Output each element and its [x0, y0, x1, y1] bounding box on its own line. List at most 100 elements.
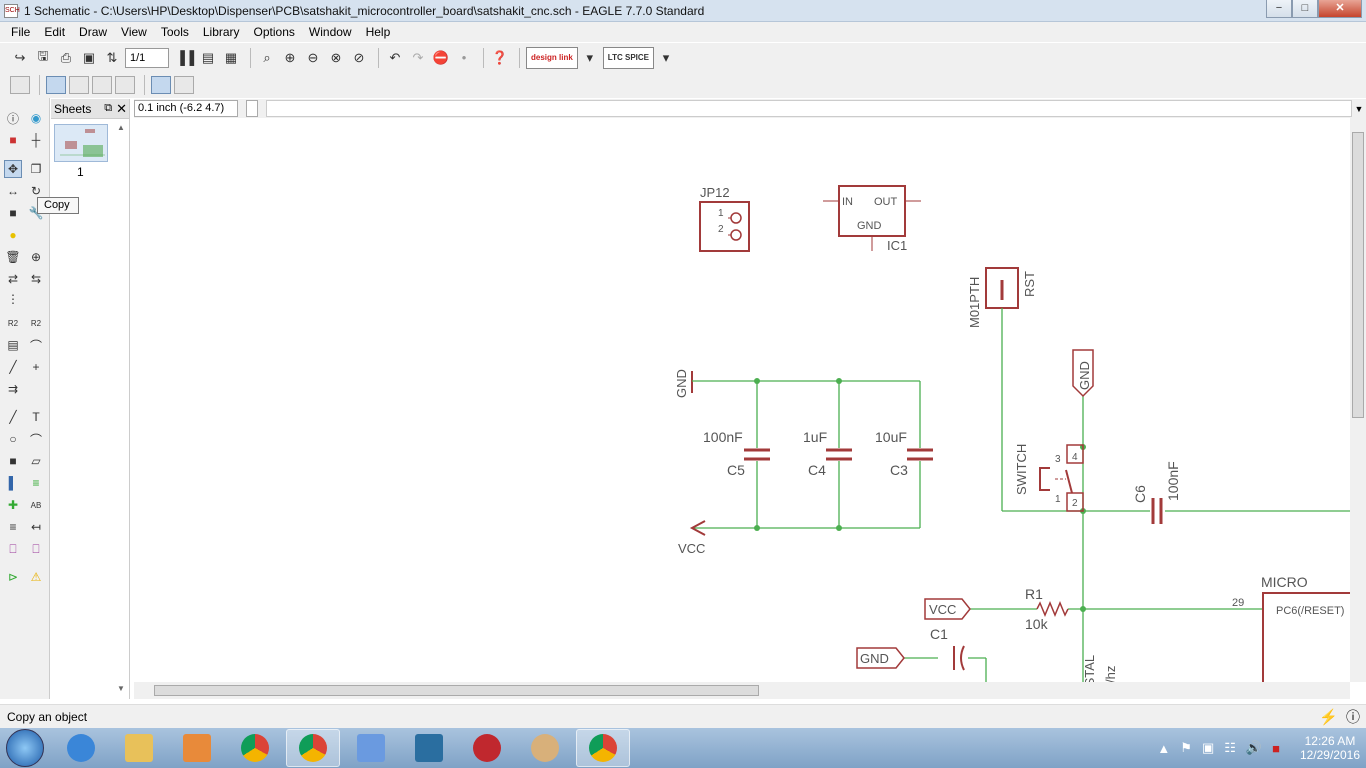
name-icon[interactable]: R2	[7, 318, 19, 328]
minimize-button[interactable]: −	[1266, 0, 1292, 18]
stop-icon[interactable]: ⛔	[432, 49, 450, 65]
warning-icon[interactable]: ⚠	[30, 570, 42, 584]
sheet-select[interactable]: 1/1	[125, 47, 169, 68]
acrobat-icon[interactable]: ■	[1272, 740, 1280, 756]
undo-icon[interactable]: ↶	[389, 49, 401, 65]
junction-icon[interactable]: ✚	[7, 498, 19, 512]
layout-2-icon[interactable]	[69, 76, 89, 94]
zoom-redraw-icon[interactable]: ⊗	[330, 49, 342, 65]
ie-icon[interactable]	[54, 729, 108, 767]
wire-icon[interactable]: ╱	[9, 410, 17, 424]
paint-icon[interactable]	[518, 729, 572, 767]
chevron-up-icon[interactable]: ▲	[1157, 740, 1171, 756]
stop-status-icon[interactable]: ⓘ	[1346, 708, 1360, 725]
zoom-select-icon[interactable]: ⊘	[353, 49, 365, 65]
info-icon[interactable]: ⓘ	[6, 111, 19, 126]
grid-icon[interactable]	[10, 76, 30, 94]
replace-icon[interactable]: ⇆	[30, 272, 42, 286]
close-icon[interactable]: ✕	[116, 100, 127, 116]
split-icon[interactable]: ╱	[9, 360, 17, 374]
copy-icon[interactable]: ❐	[30, 162, 42, 176]
chrome-icon[interactable]	[228, 729, 282, 767]
net-icon[interactable]: ≡	[32, 476, 40, 490]
arc-icon[interactable]: ⌒	[29, 432, 42, 447]
gateswap-icon[interactable]: +	[32, 360, 40, 374]
help-icon[interactable]: ❓	[491, 49, 509, 65]
app-icon[interactable]	[402, 729, 456, 767]
zoom-in-icon[interactable]: ⊕	[284, 49, 296, 65]
vertical-scrollbar[interactable]	[1350, 118, 1366, 682]
chrome-icon[interactable]	[286, 729, 340, 767]
show-icon[interactable]: ◉	[30, 111, 42, 125]
media-player-icon[interactable]	[170, 729, 224, 767]
circle-icon[interactable]: ○	[9, 432, 17, 446]
menu-options[interactable]: Options	[253, 25, 295, 39]
mirror-icon[interactable]: ↔	[7, 184, 19, 198]
save-icon[interactable]: 🖫	[37, 47, 49, 63]
layout-6-icon[interactable]	[174, 76, 194, 94]
chevron-down-icon[interactable]: ▼	[1354, 103, 1364, 114]
delete-icon[interactable]: 🗑	[5, 250, 21, 264]
undock-icon[interactable]: ⧉	[104, 102, 113, 114]
scr-icon[interactable]: ▤	[201, 49, 215, 65]
device-icon[interactable]: ▣	[1201, 740, 1215, 755]
open-icon[interactable]: ↪	[14, 49, 26, 65]
network-icon[interactable]: ☷	[1224, 740, 1236, 755]
flag-icon[interactable]: ⚑	[1180, 740, 1192, 755]
frame-icon[interactable]: ⎕	[9, 541, 17, 556]
group-icon[interactable]: ■	[9, 206, 17, 220]
smash-icon[interactable]: ▤	[7, 338, 19, 352]
rotate-icon[interactable]: ↻	[30, 184, 42, 198]
maximize-button[interactable]: □	[1292, 0, 1318, 18]
horizontal-scroll-thumb[interactable]	[154, 685, 759, 696]
chevron-down-icon[interactable]: ▾	[586, 49, 594, 65]
design-link-button[interactable]: design link	[526, 46, 578, 69]
menu-window[interactable]: Window	[308, 25, 352, 39]
ulp-icon[interactable]: ▦	[224, 49, 238, 65]
command-input[interactable]	[266, 100, 1352, 117]
miter-icon[interactable]: ⌒	[29, 338, 42, 353]
horizontal-scrollbar[interactable]	[134, 682, 1350, 699]
explorer-icon[interactable]	[112, 729, 166, 767]
add-icon[interactable]: ⊕	[30, 250, 42, 264]
chrome-icon[interactable]	[576, 729, 630, 767]
attribute-icon[interactable]: ≡	[9, 520, 17, 534]
layout-5-icon[interactable]	[151, 76, 171, 94]
zoom-fit-icon[interactable]: ⌕	[263, 49, 271, 65]
print-icon[interactable]: ⎙	[60, 49, 72, 65]
cam-icon[interactable]: ▣	[82, 49, 96, 65]
menu-draw[interactable]: Draw	[79, 25, 108, 39]
grid-toggle[interactable]	[246, 100, 258, 117]
menu-edit[interactable]: Edit	[44, 25, 66, 39]
zoom-out-icon[interactable]: ⊖	[307, 49, 319, 65]
menu-file[interactable]: File	[11, 25, 31, 39]
board-switch-icon[interactable]: ⇅	[106, 49, 118, 65]
menu-view[interactable]: View	[121, 25, 147, 39]
jp12-symbol[interactable]	[699, 201, 750, 252]
rectangle-icon[interactable]: ■	[9, 454, 17, 468]
vertical-scroll-thumb[interactable]	[1352, 132, 1364, 418]
schematic-canvas[interactable]: JP12 1 2 IN OUT GND IC1 M01PTH RST GND	[134, 118, 1350, 682]
close-button[interactable]: ✕	[1318, 0, 1362, 18]
optimize-icon[interactable]: ⇉	[7, 382, 19, 396]
chevron-down-icon[interactable]: ▾	[662, 49, 670, 65]
volume-icon[interactable]: 🔊	[1245, 740, 1263, 755]
menu-tools[interactable]: Tools	[160, 25, 189, 39]
sheet-thumbnail[interactable]	[54, 124, 108, 162]
sheets-scrollbar[interactable]: ▲ ▼	[117, 123, 125, 693]
pinswap-icon[interactable]: ⇄	[7, 272, 19, 286]
label-icon[interactable]: AB	[30, 500, 42, 510]
layout-4-icon[interactable]	[115, 76, 135, 94]
app-icon[interactable]	[344, 729, 398, 767]
start-button[interactable]	[6, 729, 44, 767]
paste-icon[interactable]: ●	[9, 228, 17, 242]
script-icon[interactable]: ▐▐	[175, 50, 195, 65]
app-icon[interactable]	[460, 729, 514, 767]
erc-icon[interactable]: ⊳	[7, 570, 19, 584]
menu-help[interactable]: Help	[365, 25, 391, 39]
bus-icon[interactable]: ▌	[8, 476, 18, 490]
invoke-icon[interactable]: ⋮	[7, 292, 19, 306]
micro-symbol[interactable]	[1262, 592, 1350, 682]
redo-icon[interactable]: ↷	[412, 49, 424, 65]
layout-3-icon[interactable]	[92, 76, 112, 94]
